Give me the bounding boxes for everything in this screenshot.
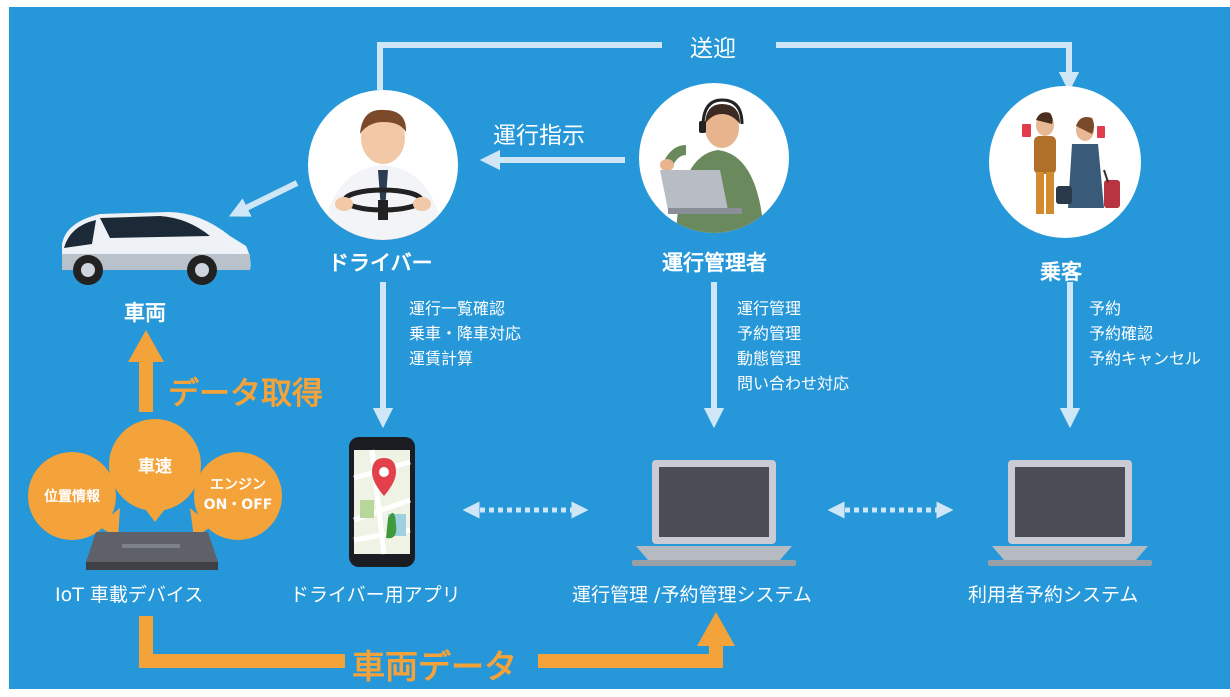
vehicle-data-arrow xyxy=(139,612,735,668)
manager-label: 運行管理者 xyxy=(662,251,767,275)
passenger-task: 予約キャンセル xyxy=(1089,349,1202,368)
driver-avatar-icon xyxy=(308,90,458,240)
passenger-task: 予約確認 xyxy=(1089,324,1154,343)
iot-device-label: IoT 車載デバイス xyxy=(55,584,204,606)
dispatch-label: 運行指示 xyxy=(493,123,585,149)
driver-task-list: 運行一覧確認 乗車・降車対応 運賃計算 xyxy=(409,296,521,371)
vehicle-label: 車両 xyxy=(124,301,166,325)
passenger-label: 乗客 xyxy=(1040,260,1082,284)
passenger-task: 予約 xyxy=(1089,299,1122,318)
driver-task: 運賃計算 xyxy=(409,349,474,368)
iot-device-icon xyxy=(86,532,218,570)
driver-task: 運行一覧確認 xyxy=(409,299,506,318)
data-acquire-label: データ取得 xyxy=(168,376,323,412)
vehicle-data-label: 車両データ xyxy=(352,647,517,686)
data-acquire-arrow xyxy=(128,330,164,412)
pickup-arrow xyxy=(377,42,1080,93)
driver-to-car-arrow xyxy=(228,180,299,217)
laptop-icon xyxy=(988,460,1152,566)
manager-task: 動態管理 xyxy=(737,349,802,368)
engine-bubble-line: エンジン xyxy=(210,477,266,493)
speed-bubble-label: 車速 xyxy=(138,457,172,477)
passenger-task-list: 予約 予約確認 予約キャンセル xyxy=(1089,296,1201,371)
pickup-label: 送迎 xyxy=(690,36,736,62)
engine-bubble-line: ON・OFF xyxy=(203,497,273,513)
driver-label: ドライバー xyxy=(328,251,433,275)
manager-task-list: 運行管理 予約管理 動態管理 問い合わせ対応 xyxy=(737,296,849,396)
user-booking-system-label: 利用者予約システム xyxy=(968,584,1139,606)
driver-app-label: ドライバー用アプリ xyxy=(290,584,461,606)
manager-task: 問い合わせ対応 xyxy=(737,374,850,393)
driver-task: 乗車・降車対応 xyxy=(409,324,522,343)
manager-task: 予約管理 xyxy=(737,324,802,343)
management-system-label: 運行管理 /予約管理システム xyxy=(572,584,812,606)
engine-bubble-label: エンジン ON・OFF xyxy=(196,475,280,515)
position-bubble-label: 位置情報 xyxy=(44,489,100,505)
laptop-icon xyxy=(632,460,796,566)
smartphone-icon xyxy=(349,437,415,567)
passengers-avatar-icon xyxy=(989,86,1141,238)
car-icon xyxy=(62,212,251,285)
operator-avatar-icon xyxy=(639,83,789,233)
manager-task: 運行管理 xyxy=(737,299,802,318)
iot-bubbles xyxy=(28,419,282,540)
